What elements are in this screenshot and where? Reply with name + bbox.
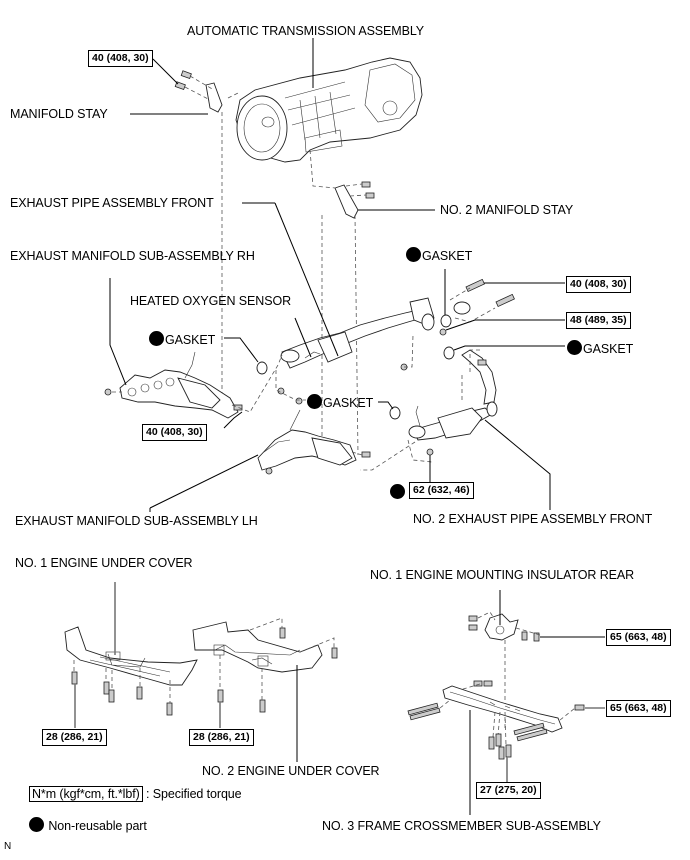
label-automatic-transmission-assembly: AUTOMATIC TRANSMISSION ASSEMBLY <box>187 24 424 38</box>
label-heated-oxygen-sensor: HEATED OXYGEN SENSOR <box>130 294 291 308</box>
frame-crossmember-drawing <box>442 685 563 733</box>
non-reusable-dot-icon <box>390 484 405 499</box>
non-reusable-dot-icon <box>307 394 322 409</box>
torque-under-cover-2: 28 (286, 21) <box>189 729 254 746</box>
torque-manifold-stay-bolt: 40 (408, 30) <box>88 50 153 67</box>
legend-non-reusable-text: Non-reusable part <box>48 819 147 833</box>
corner-mark: N <box>4 841 12 852</box>
exhaust-pipe-front-drawing <box>280 297 435 369</box>
label-gasket-center: GASKET <box>307 394 373 410</box>
label-no1-engine-mounting-insulator-rear: NO. 1 ENGINE MOUNTING INSULATOR REAR <box>370 568 635 582</box>
label-exhaust-manifold-lh: EXHAUST MANIFOLD SUB-ASSEMBLY LH <box>15 514 258 528</box>
torque-under-cover-1: 28 (286, 21) <box>42 729 107 746</box>
gasket-right-drawing <box>443 346 455 360</box>
no2-manifold-stay-drawing <box>334 184 359 219</box>
legend-torque-units: N*m (kgf*cm, ft.*lbf) <box>29 786 143 802</box>
legend-non-reusable: Non-reusable part <box>29 817 147 833</box>
stay-bolts <box>174 70 192 91</box>
label-gasket-left: GASKET <box>149 331 215 347</box>
label-gasket-right: GASKET <box>567 340 633 356</box>
label-exhaust-manifold-rh: EXHAUST MANIFOLD SUB-ASSEMBLY RH <box>10 249 255 263</box>
torque-rh-flange-bolt: 40 (408, 30) <box>566 276 631 293</box>
non-reusable-dot-icon <box>406 247 421 262</box>
no2-pipe-nut-nonreusable <box>390 484 406 500</box>
no2-exhaust-pipe-front-drawing <box>408 349 498 441</box>
exhaust-manifold-rh-drawing <box>119 351 239 419</box>
label-no2-exhaust-pipe-assembly-front: NO. 2 EXHAUST PIPE ASSEMBLY FRONT <box>413 512 653 526</box>
legend-torque-description: : Specified torque <box>146 787 242 801</box>
insulator-rear-drawing <box>484 613 519 641</box>
label-no2-engine-under-cover: NO. 2 ENGINE UNDER COVER <box>202 764 380 778</box>
label-gasket-top: GASKET <box>406 247 472 263</box>
label-no1-engine-under-cover: NO. 1 ENGINE UNDER COVER <box>15 556 193 570</box>
gasket-center-drawing <box>389 406 401 420</box>
automatic-transmission-drawing <box>235 57 423 163</box>
non-reusable-dot-icon <box>29 817 44 832</box>
exhaust-manifold-lh-drawing <box>257 409 357 471</box>
legend-torque: N*m (kgf*cm, ft.*lbf) : Specified torque <box>29 786 242 802</box>
label-manifold-stay: MANIFOLD STAY <box>10 107 108 121</box>
torque-insulator-bolt: 65 (663, 48) <box>606 629 671 646</box>
under-cover-1-bolts <box>71 671 173 716</box>
manifold-stay-drawing <box>205 82 223 113</box>
label-no2-manifold-stay: NO. 2 MANIFOLD STAY <box>440 203 574 217</box>
torque-front-pipe-nut: 48 (489, 35) <box>566 312 631 329</box>
non-reusable-dot-icon <box>567 340 582 355</box>
torque-lh-manifold-bolt: 40 (408, 30) <box>142 424 207 441</box>
torque-crossmember-lower-bolt: 27 (275, 20) <box>476 782 541 799</box>
label-exhaust-pipe-assembly-front: EXHAUST PIPE ASSEMBLY FRONT <box>10 196 214 210</box>
torque-no2-pipe-nut: 62 (632, 46) <box>409 482 474 499</box>
no2-engine-under-cover-drawing <box>192 621 323 673</box>
torque-crossmember-bolt: 65 (663, 48) <box>606 700 671 717</box>
non-reusable-dot-icon <box>149 331 164 346</box>
gasket-left-drawing <box>256 361 268 375</box>
no1-engine-under-cover-drawing <box>64 626 198 686</box>
label-no3-frame-crossmember: NO. 3 FRAME CROSSMEMBER SUB-ASSEMBLY <box>322 819 601 833</box>
gasket-topright-drawing <box>440 314 452 328</box>
